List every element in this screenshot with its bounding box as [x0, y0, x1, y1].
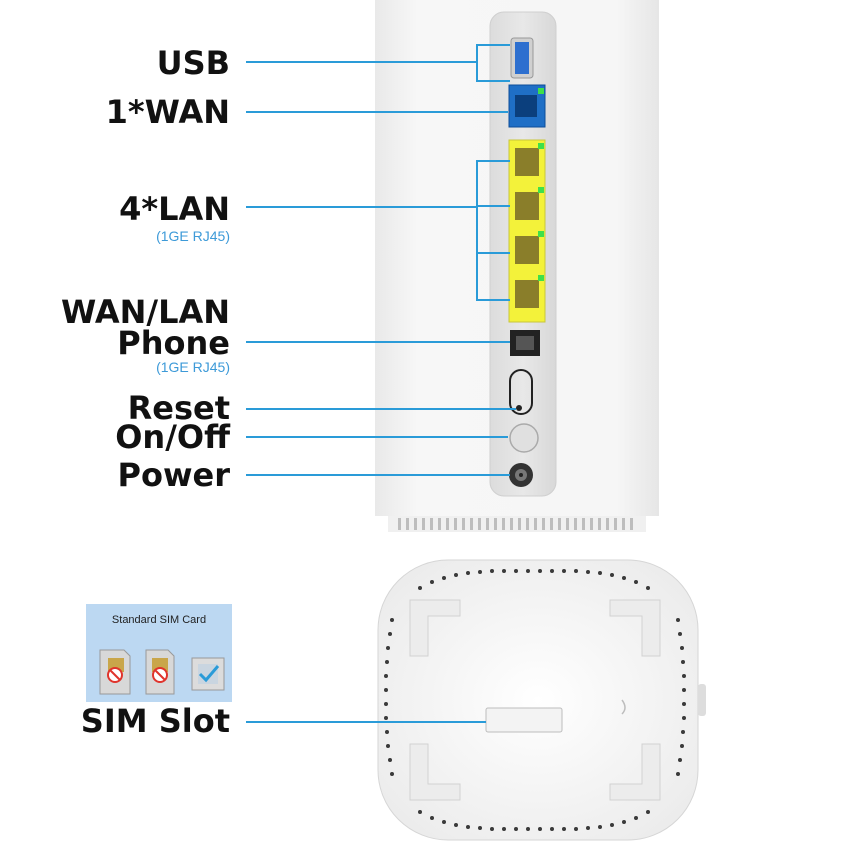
lan-leader: [246, 206, 476, 208]
router-bottom-view: [377, 559, 706, 841]
sim-slot: [485, 707, 563, 733]
wan-leader: [246, 111, 508, 113]
wan-label: 1*WAN: [105, 93, 230, 131]
phone-leader: [246, 341, 510, 343]
check-icon: [198, 665, 220, 683]
reset-leader: [246, 408, 516, 410]
sim-card-title: Standard SIM Card: [111, 614, 207, 626]
sim-slot-label: SIM Slot: [80, 702, 230, 740]
lan-bracket-2: [476, 205, 510, 207]
lan-bracket-1: [476, 160, 510, 162]
wan-port: [508, 84, 546, 128]
router-back-view: [375, 0, 659, 532]
sim-card-3: [191, 657, 225, 691]
usb-label: USB: [156, 44, 230, 82]
usb-leader: [246, 61, 476, 63]
lan-label: 4*LAN: [119, 190, 230, 228]
onoff-leader: [246, 436, 508, 438]
usb-bracket-top: [476, 44, 510, 46]
usb-bracket-bottom: [476, 80, 510, 82]
rubber-feet: [409, 599, 661, 801]
lan-ports: [508, 139, 546, 323]
sim-leader: [246, 721, 486, 723]
phone-label: Phone: [117, 324, 230, 362]
lan-bracket-3: [476, 252, 510, 254]
bottom-vents: [398, 518, 633, 530]
lan-bracket-4: [476, 299, 510, 301]
reset-label: Reset: [127, 389, 230, 427]
sim-card-1: [99, 649, 131, 695]
vent-holes: [384, 569, 686, 831]
lan-bracket: [476, 160, 478, 300]
wanlan-label: WAN/LAN: [60, 293, 230, 331]
power-leader: [246, 474, 510, 476]
power-label: Power: [117, 456, 230, 494]
sim-card-guide: Standard SIM Card: [86, 604, 232, 702]
wanlan-sublabel: (1GE RJ45): [156, 359, 230, 375]
lan-sublabel: (1GE RJ45): [156, 228, 230, 244]
onoff-label: On/Off: [115, 418, 230, 456]
usb-port: [510, 37, 534, 79]
power-jack: [509, 463, 533, 487]
phone-port: [510, 330, 540, 356]
reset-button: [509, 369, 533, 415]
power-switch: [509, 423, 539, 453]
usb-bracket: [476, 44, 478, 82]
sim-card-2: [145, 649, 175, 695]
